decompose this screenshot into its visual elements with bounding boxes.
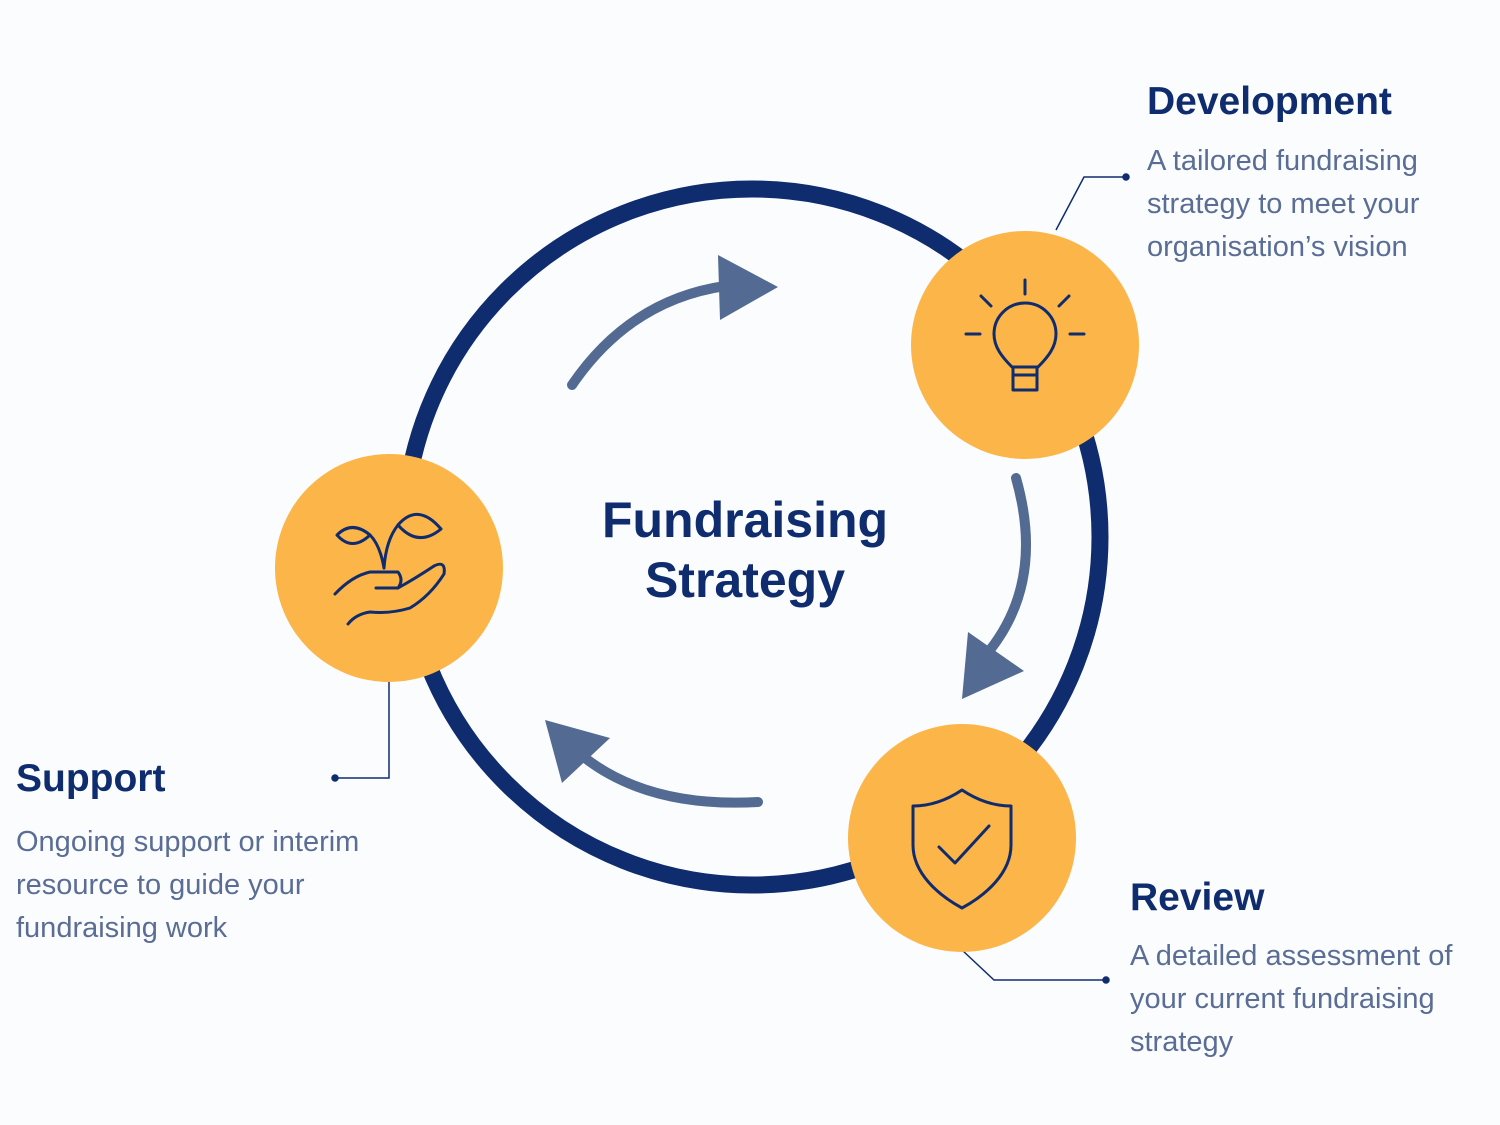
development-line-2: strategy to meet your bbox=[1147, 188, 1420, 220]
review-description: A detailed assessment of your current fu… bbox=[1130, 935, 1452, 1064]
center-title-line2: Strategy bbox=[644, 552, 846, 608]
connector-review bbox=[961, 949, 1110, 984]
hand-sprout-icon bbox=[333, 513, 446, 626]
lightbulb-icon bbox=[964, 278, 1086, 392]
support-line-1: Ongoing support or interim bbox=[16, 826, 360, 858]
shield-check-icon bbox=[911, 788, 1013, 910]
support-line-3: fundraising work bbox=[16, 912, 228, 944]
development-line-1: A tailored fundraising bbox=[1147, 145, 1418, 177]
support-heading: Support bbox=[16, 757, 166, 800]
support-node bbox=[275, 454, 503, 682]
development-description: A tailored fundraising strategy to meet … bbox=[1147, 140, 1419, 269]
review-line-3: strategy bbox=[1130, 1026, 1234, 1058]
center-title-line1: Fundraising bbox=[601, 492, 889, 548]
development-line-3: organisation’s vision bbox=[1147, 231, 1408, 263]
review-heading: Review bbox=[1130, 876, 1265, 919]
development-node bbox=[911, 231, 1139, 459]
arrow-top bbox=[567, 255, 778, 390]
center-title: Fundraising Strategy bbox=[560, 490, 930, 610]
development-heading: Development bbox=[1147, 80, 1392, 123]
review-line-1: A detailed assessment of bbox=[1130, 940, 1453, 972]
review-node bbox=[848, 724, 1076, 952]
review-line-2: your current fundraising bbox=[1130, 983, 1435, 1015]
arrow-right bbox=[962, 473, 1031, 699]
connector-support bbox=[331, 682, 390, 782]
arrow-bottom bbox=[545, 720, 763, 808]
connector-development bbox=[1055, 173, 1130, 231]
support-line-2: resource to guide your bbox=[16, 869, 305, 901]
support-description: Ongoing support or interim resource to g… bbox=[16, 821, 359, 950]
